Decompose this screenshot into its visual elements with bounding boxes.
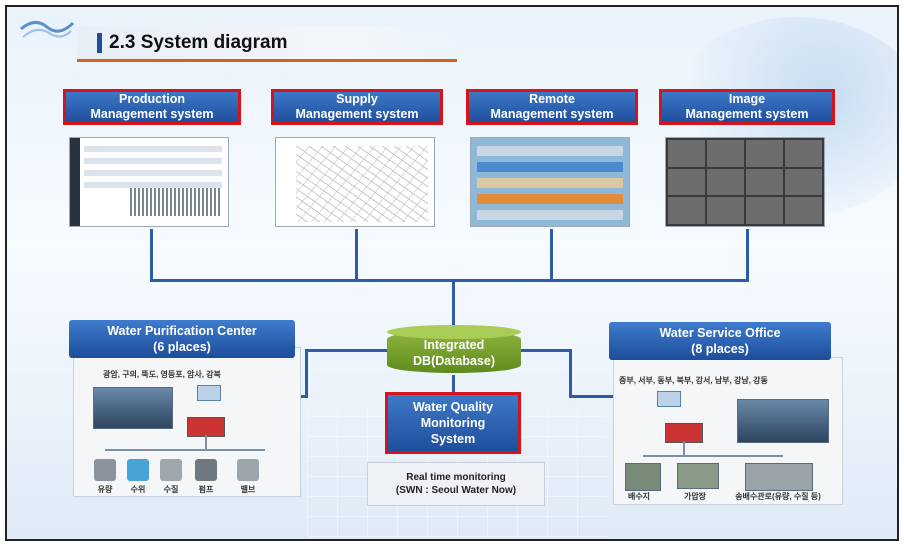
production-line2: Management system xyxy=(90,107,214,121)
supply-map-screenshot xyxy=(275,137,435,227)
wq-line2: Monitoring xyxy=(420,416,486,430)
connector-remote xyxy=(550,229,553,281)
image-system-header: Image Management system xyxy=(659,89,835,125)
db-line2: DB(Database) xyxy=(413,354,495,368)
connector-left-h xyxy=(307,349,387,352)
pipeline-photo xyxy=(745,463,813,491)
device-label: 수질 xyxy=(163,485,179,494)
network-switch-icon-left xyxy=(187,417,225,437)
title-bar: 2.3 System diagram xyxy=(77,27,457,62)
rt-line2: (SWN : Seoul Water Now) xyxy=(395,485,517,496)
realtime-monitoring-box: Real time monitoring (SWN : Seoul Water … xyxy=(367,462,545,506)
reservoir-photo xyxy=(625,463,661,491)
thin-line xyxy=(205,435,207,449)
pump-icon xyxy=(195,459,217,481)
device-label: 밸브 xyxy=(240,485,256,494)
cctv-screenshot xyxy=(665,137,825,227)
production-system-header: Production Management system xyxy=(63,89,241,125)
device-label: 송배수관로(유량, 수질 등) xyxy=(735,492,821,501)
remote-line1: Remote xyxy=(529,92,575,106)
connector-bus xyxy=(150,279,749,282)
device-label: 배수지 xyxy=(627,492,651,501)
remote-screenshot xyxy=(470,137,630,227)
purification-line1: Water Purification Center xyxy=(107,324,257,338)
image-line1: Image xyxy=(728,92,766,106)
image-line2: Management system xyxy=(685,107,809,121)
device-label: 수위 xyxy=(130,485,146,494)
service-line2: (8 places) xyxy=(691,342,749,356)
level-sensor-icon xyxy=(127,459,149,481)
supply-line1: Supply xyxy=(336,92,378,106)
db-line1: Integrated xyxy=(423,338,485,352)
control-room-photo-right xyxy=(737,399,829,443)
connector-to-db xyxy=(452,279,455,327)
title-accent xyxy=(97,33,102,53)
connector-right-h xyxy=(521,349,571,352)
connector-image xyxy=(746,229,749,281)
control-room-photo-left xyxy=(93,387,173,429)
connector-db-to-wq xyxy=(452,375,455,393)
connector-production xyxy=(150,229,153,281)
service-line1: Water Service Office xyxy=(659,326,781,340)
purification-header: Water Purification Center (6 places) xyxy=(69,320,295,358)
water-quality-box: Water Quality Monitoring System xyxy=(385,392,521,454)
thin-line xyxy=(683,441,685,455)
service-header: Water Service Office (8 places) xyxy=(609,322,831,360)
diagram-frame: 2.3 System diagram Production Management… xyxy=(5,5,899,541)
booster-station-photo xyxy=(677,463,719,489)
wq-line1: Water Quality xyxy=(412,400,494,414)
supply-line2: Management system xyxy=(295,107,419,121)
page-title: 2.3 System diagram xyxy=(109,32,288,53)
supply-system-header: Supply Management system xyxy=(271,89,443,125)
purification-places: 광암, 구의, 뚝도, 영등포, 암사, 강북 xyxy=(103,370,221,379)
connector-supply xyxy=(355,229,358,281)
connector-left-v xyxy=(305,349,308,397)
remote-line2: Management system xyxy=(490,107,614,121)
device-label: 가압장 xyxy=(683,492,707,501)
production-line1: Production xyxy=(119,92,185,106)
logo-icon xyxy=(20,21,75,38)
wq-line3: System xyxy=(430,432,476,446)
thin-line xyxy=(643,455,783,457)
device-label: 유량 xyxy=(97,485,113,494)
valve-icon xyxy=(237,459,259,481)
rt-line1: Real time monitoring xyxy=(406,472,506,483)
production-screenshot xyxy=(69,137,229,227)
device-label: 펌프 xyxy=(198,485,214,494)
connector-right-v xyxy=(569,349,572,397)
computer-icon-right xyxy=(657,391,681,407)
service-places: 중부, 서부, 동부, 북부, 강서, 남부, 강남, 강동 xyxy=(619,376,768,385)
network-switch-icon-right xyxy=(665,423,703,443)
computer-icon-left xyxy=(197,385,221,401)
quality-sensor-icon xyxy=(160,459,182,481)
remote-system-header: Remote Management system xyxy=(466,89,638,125)
flow-meter-icon xyxy=(94,459,116,481)
thin-line xyxy=(105,449,265,451)
purification-line2: (6 places) xyxy=(153,340,211,354)
integrated-db-cylinder: Integrated DB(Database) xyxy=(387,325,521,377)
